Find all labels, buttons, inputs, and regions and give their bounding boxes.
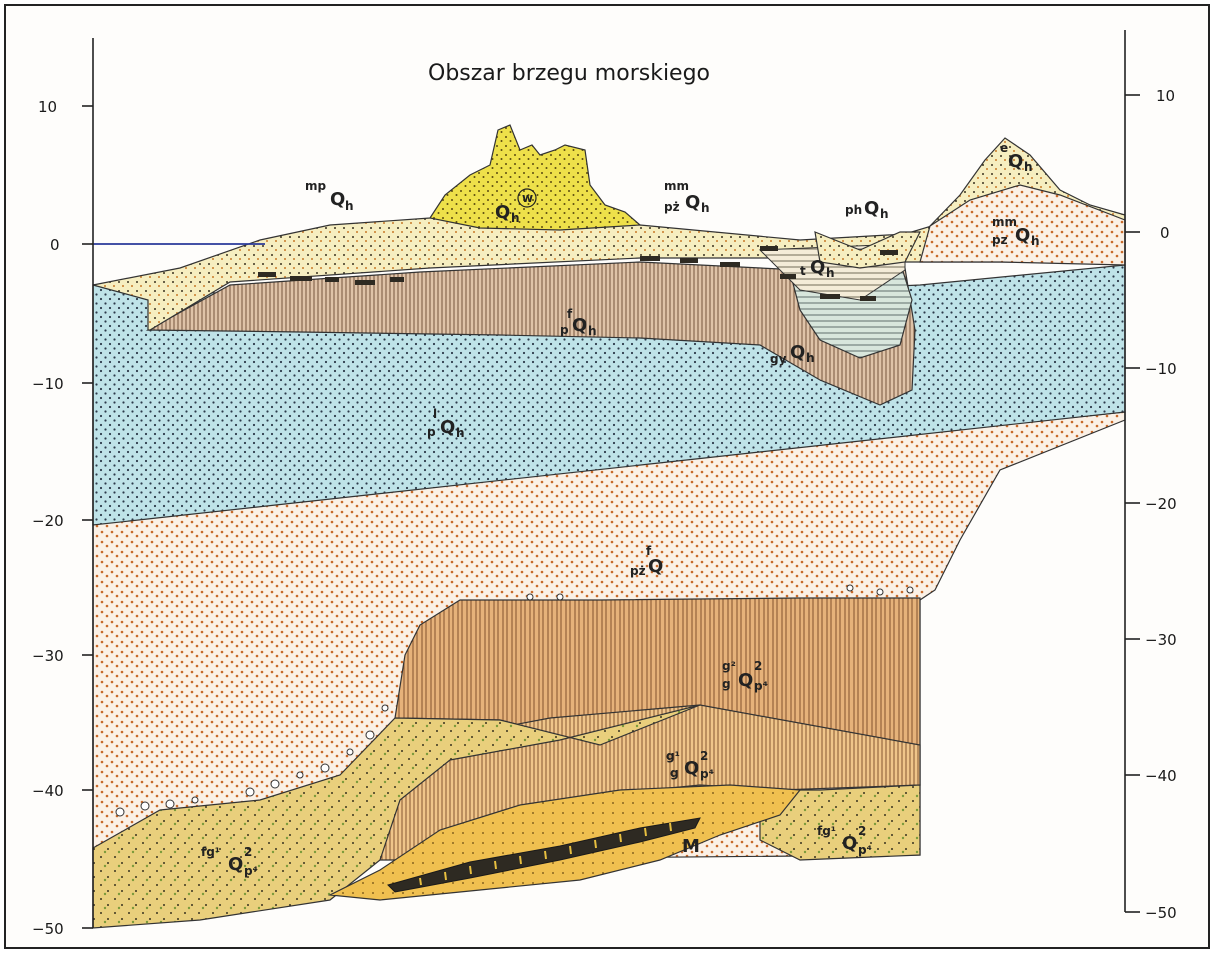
svg-text:Q: Q [810, 257, 825, 278]
svg-text:2: 2 [700, 749, 708, 763]
right-axis: 10 0 −10 −20 −30 −40 −50 [1125, 30, 1177, 922]
svg-text:g: g [722, 677, 731, 691]
svg-text:g²: g² [722, 659, 736, 673]
svg-text:g¹: g¹ [666, 749, 680, 763]
right-tick-minus10: −10 [1145, 360, 1177, 378]
svg-text:g: g [670, 766, 679, 780]
svg-text:ph: ph [845, 203, 862, 217]
svg-text:h: h [588, 324, 597, 338]
svg-text:Q: Q [842, 833, 857, 854]
svg-text:h: h [701, 201, 710, 215]
layer-wQh [430, 125, 640, 230]
svg-text:h: h [826, 266, 835, 280]
svg-text:mp: mp [305, 179, 327, 193]
svg-text:pz: pz [992, 233, 1008, 247]
svg-text:p⁴: p⁴ [700, 767, 714, 781]
svg-text:Q: Q [1008, 151, 1023, 172]
svg-text:gy: gy [770, 352, 787, 366]
svg-text:Q: Q [440, 417, 455, 438]
svg-text:Q: Q [684, 758, 699, 779]
left-tick-minus40: −40 [32, 782, 64, 800]
label-phQh: ph Q h [845, 198, 889, 221]
svg-text:h: h [345, 199, 354, 213]
svg-text:Q: Q [495, 202, 510, 223]
svg-text:h: h [1024, 160, 1033, 174]
svg-text:p⁴: p⁴ [754, 679, 768, 693]
left-tick-minus30: −30 [32, 647, 64, 665]
svg-text:Q: Q [330, 189, 345, 210]
svg-text:Q: Q [864, 198, 879, 219]
svg-text:Q: Q [228, 854, 243, 875]
svg-text:h: h [511, 211, 520, 225]
svg-text:2: 2 [244, 845, 252, 859]
svg-text:fg¹: fg¹ [817, 824, 836, 838]
left-tick-minus20: −20 [32, 512, 64, 530]
right-tick-10: 10 [1156, 87, 1175, 105]
svg-text:l: l [433, 407, 437, 421]
svg-text:p⁴: p⁴ [244, 864, 258, 878]
label-mmPzQh-top: mm pż Q h [664, 179, 710, 215]
svg-text:h: h [1031, 234, 1040, 248]
svg-text:Q: Q [790, 342, 805, 363]
svg-text:p: p [560, 323, 569, 337]
svg-text:Q: Q [1015, 225, 1030, 246]
svg-text:w: w [522, 191, 533, 205]
label-M: M [682, 836, 700, 857]
right-tick-minus40: −40 [1145, 767, 1177, 785]
svg-text:2: 2 [754, 659, 762, 673]
diagram-title: Obszar brzegu morskiego [428, 61, 710, 86]
svg-text:e: e [1000, 141, 1008, 155]
label-mpQh: mp Q h [305, 179, 354, 213]
svg-text:p: p [427, 425, 436, 439]
svg-text:pż: pż [630, 564, 646, 578]
left-axis: 10 0 −10 −20 −30 −40 −50 [32, 38, 93, 938]
svg-text:Q: Q [572, 315, 587, 336]
right-tick-minus30: −30 [1145, 631, 1177, 649]
svg-text:Q: Q [738, 670, 753, 691]
svg-text:pż: pż [664, 200, 680, 214]
left-tick-minus10: −10 [32, 375, 64, 393]
svg-text:h: h [806, 351, 815, 365]
svg-text:mm: mm [992, 215, 1017, 229]
svg-text:M: M [682, 836, 700, 857]
svg-text:mm: mm [664, 179, 689, 193]
left-tick-minus50: −50 [32, 920, 64, 938]
svg-text:Q: Q [685, 192, 700, 213]
svg-text:t: t [800, 264, 806, 278]
svg-text:h: h [880, 207, 889, 221]
svg-text:Q: Q [648, 556, 663, 577]
svg-text:fg¹: fg¹ [201, 845, 220, 859]
right-tick-minus20: −20 [1145, 495, 1177, 513]
svg-text:2: 2 [858, 824, 866, 838]
left-tick-10: 10 [38, 98, 57, 116]
right-tick-minus50: −50 [1145, 904, 1177, 922]
svg-text:p⁴: p⁴ [858, 843, 872, 857]
svg-text:h: h [456, 426, 465, 440]
right-tick-0: 0 [1160, 224, 1170, 242]
left-tick-0: 0 [50, 236, 60, 254]
